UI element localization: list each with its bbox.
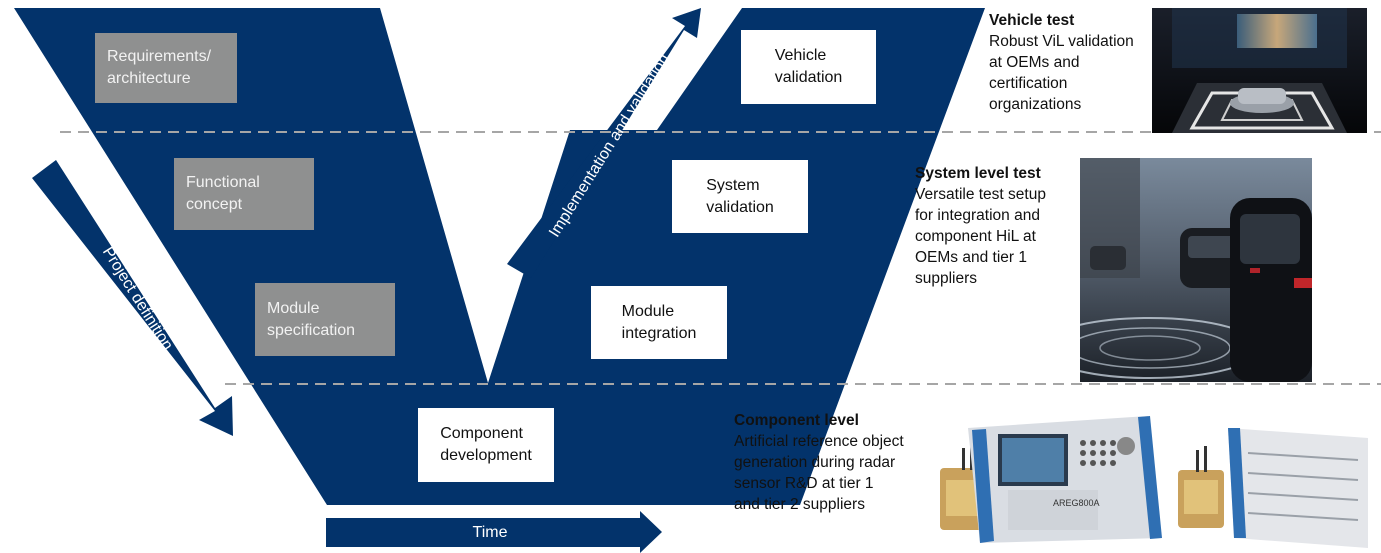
component-level-description: Component level Artificial reference obj…: [734, 410, 924, 515]
box-line: integration: [621, 324, 697, 342]
implementation-validation-arrow: [507, 8, 701, 278]
description-line: Robust ViL validation: [989, 33, 1134, 50]
vehicle-validation-box: Vehicle validation: [741, 30, 876, 104]
description-line: Artificial reference object: [734, 433, 904, 450]
component-level-heading: Component level: [734, 412, 859, 429]
system-validation-box: System validation: [672, 160, 808, 233]
description-line: suppliers: [915, 270, 978, 287]
box-line: development: [440, 447, 532, 464]
box-line: architecture: [107, 70, 191, 87]
box-line: Requirements/: [107, 48, 212, 65]
box-line: System: [706, 176, 760, 194]
instrument-model-label: AREG800A: [1053, 498, 1100, 508]
requirements-architecture-box: Requirements/architecture: [95, 33, 237, 103]
box-line: Vehicle: [774, 47, 827, 64]
box-line: Functional: [186, 174, 260, 191]
box-line: Component: [440, 425, 523, 442]
vehicle-test-description: Vehicle test Robust ViL validation at OE…: [989, 10, 1149, 115]
box-line: concept: [186, 196, 243, 213]
description-line: Versatile test setup: [915, 186, 1046, 203]
component-development-box: Component development: [418, 408, 554, 482]
description-line: certification: [989, 75, 1068, 92]
box-line: validation: [706, 198, 774, 216]
areg800a-instrument-photo: AREG800A: [928, 398, 1380, 553]
v-shape: [14, 8, 985, 505]
cars-on-road-photo: [1080, 158, 1312, 382]
description-line: sensor R&D at tier 1: [734, 475, 874, 492]
system-level-test-description: System level test Versatile test setup f…: [915, 163, 1075, 289]
module-integration-box: Module integration: [591, 286, 727, 359]
description-line: generation during radar: [734, 454, 896, 471]
functional-concept-box: Functional concept: [174, 158, 314, 230]
description-line: component HiL at: [915, 228, 1036, 245]
box-line: validation: [774, 69, 843, 86]
vehicle-test-chamber-photo: [1152, 8, 1367, 133]
time-label: Time: [472, 524, 508, 541]
module-specification-box: Module specification: [255, 283, 395, 356]
description-line: at OEMs and: [989, 54, 1080, 71]
time-arrow: [326, 511, 662, 553]
project-definition-arrow: [32, 160, 233, 436]
box-line: specification: [267, 321, 356, 339]
description-line: OEMs and tier 1: [915, 249, 1027, 266]
description-line: organizations: [989, 96, 1082, 113]
description-line: for integration and: [915, 207, 1040, 224]
description-line: and tier 2 suppliers: [734, 496, 865, 513]
system-level-test-heading: System level test: [915, 165, 1041, 182]
box-line: Module: [621, 302, 675, 320]
vehicle-test-heading: Vehicle test: [989, 12, 1075, 29]
box-line: Module: [267, 299, 320, 317]
